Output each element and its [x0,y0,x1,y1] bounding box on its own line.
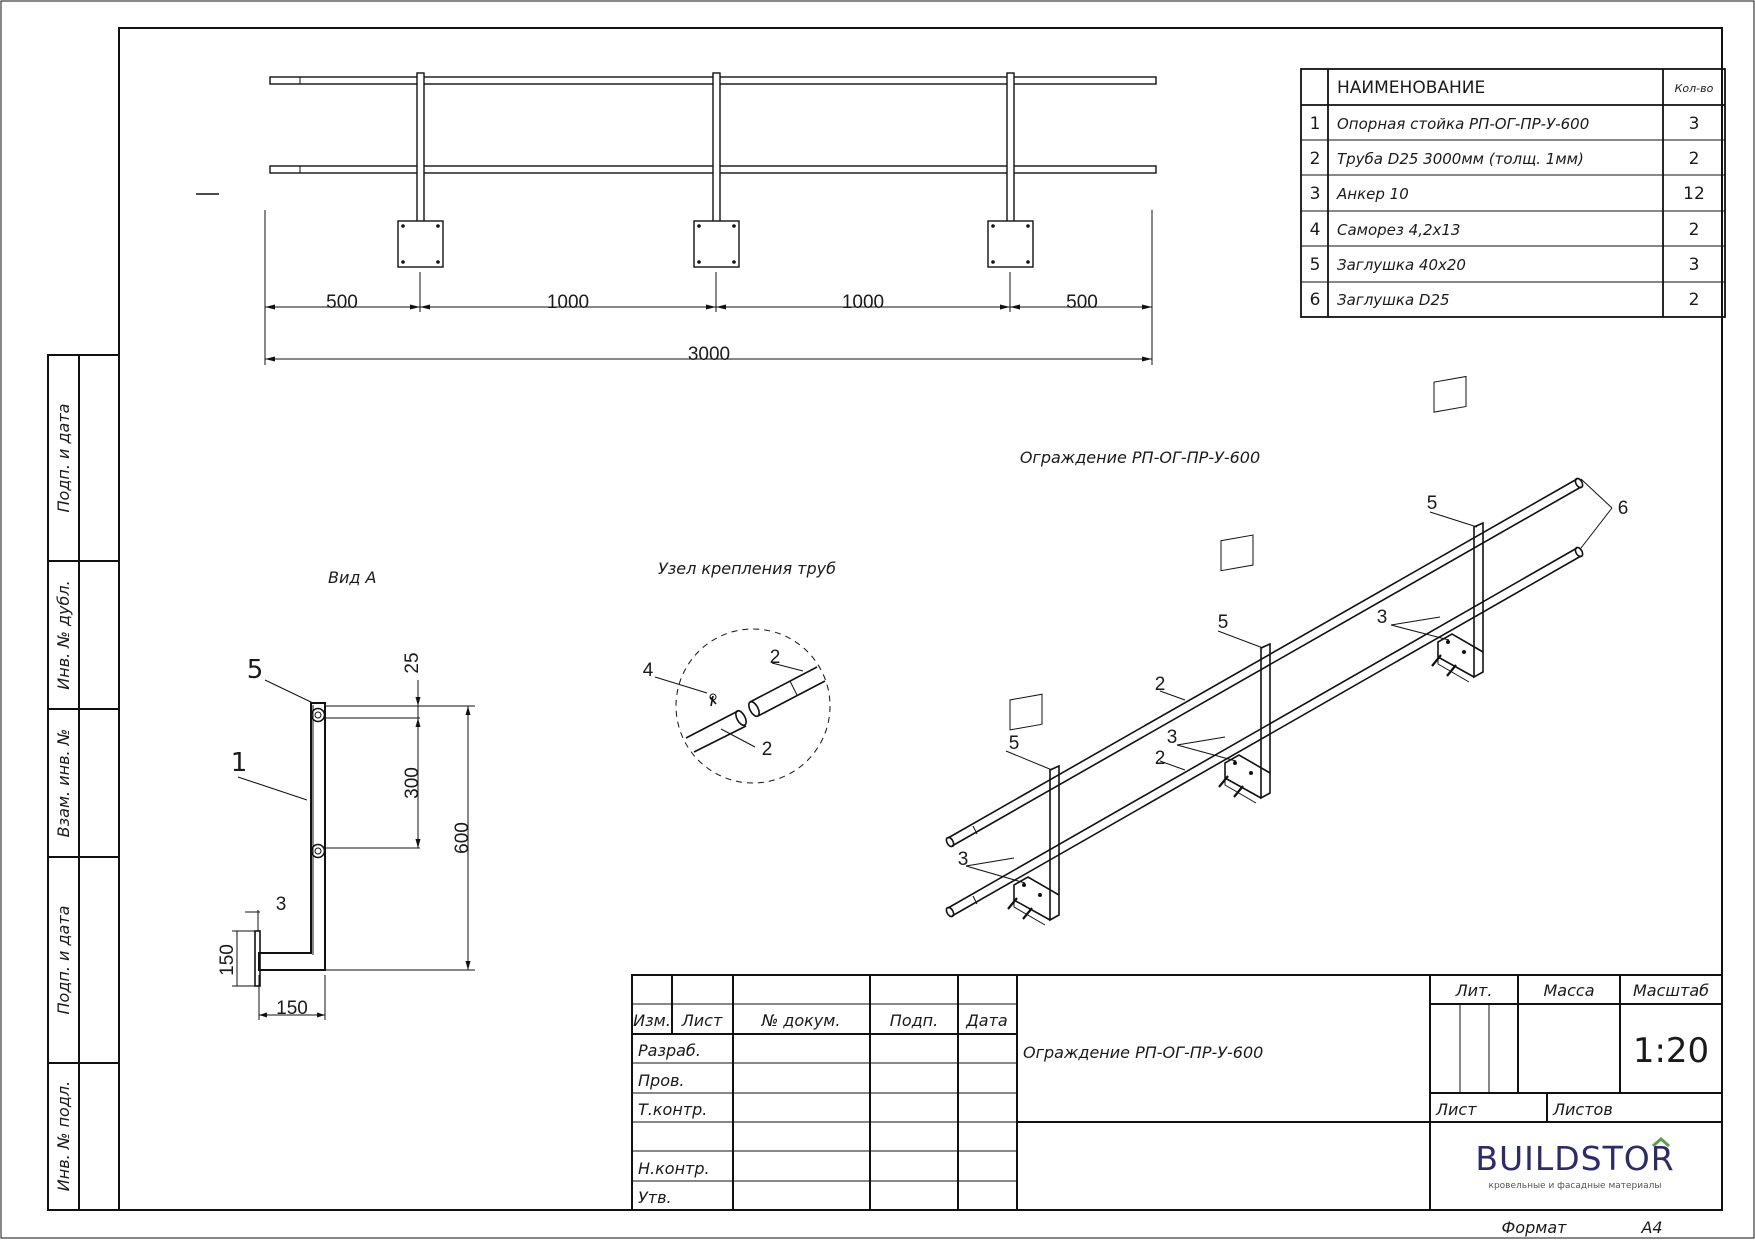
spec-row-name: Заглушка D25 [1337,291,1450,309]
view-a-dim-top: 25 [402,652,423,673]
iso-callout-anchor-a: 3 [958,849,969,870]
spec-row-qty: 2 [1689,149,1700,169]
view-a-dim-foot-height: 150 [217,944,238,976]
spec-header-qty: Кол-во [1675,82,1714,95]
dim-1000-left: 1000 [547,292,589,313]
tb-drawing-title: Ограждение РП-ОГ-ПР-У-600 [1023,1043,1263,1062]
dim-500-left: 500 [326,292,358,313]
iso-callout-cap-b: 5 [1218,612,1229,633]
tb-sheets-label: Листов [1552,1100,1613,1119]
spec-row-name: Опорная стойка РП-ОГ-ПР-У-600 [1337,115,1589,133]
side-stamp-label-4: Подп. и дата [54,906,73,1015]
iso-callout-anchor-c: 3 [1377,607,1388,628]
spec-row-qty: 3 [1689,114,1700,134]
view-a-dim-foot-width: 150 [276,998,308,1019]
brand-logo: BUILDSTOR кровельные и фасадные материал… [1475,1137,1674,1191]
detail-callout-screw: 4 [643,660,654,681]
side-stamp-label-1: Подп. и дата [54,404,73,513]
detail-node-drawing: Узел крепления труб 4 2 2 [643,559,836,784]
top-view-drawing: 500 1000 1000 500 3000 [264,72,1157,365]
iso-callout-pipe-b: 2 [1155,748,1166,769]
iso-post-middle [1218,534,1271,804]
spec-row-qty: 3 [1689,255,1700,275]
spec-table: НАИМЕНОВАНИЕ Кол-во 1 Опорная стойка РП-… [1300,68,1726,318]
format-value: A4 [1640,1218,1662,1237]
view-a-title: Вид А [328,568,376,587]
format-label: Формат [1502,1218,1568,1237]
spec-header-name: НАИМЕНОВАНИЕ [1337,78,1485,98]
spec-row-name: Анкер 10 [1336,185,1409,203]
spec-row-name: Саморез 4,2х13 [1337,221,1460,239]
iso-post-right [1431,375,1484,683]
iso-callout-end-caps: 6 [1618,498,1629,519]
tb-col-list: Лист [681,1011,723,1030]
tb-col-date: Дата [965,1011,1007,1030]
spec-row-num: 4 [1310,220,1321,240]
dim-500-right: 500 [1066,292,1098,313]
tb-role-approved: Утв. [638,1188,672,1207]
side-stamp-label-2: Инв. № дубл. [54,580,73,689]
tb-col-sign: Подп. [890,1011,938,1030]
view-a-drawing: Вид А 25 300 600 150 [217,568,475,1020]
tb-scale-label: Масштаб [1633,981,1709,1000]
tb-col-doc: № докум. [761,1011,841,1030]
top-post-3 [987,72,1034,268]
spec-row-qty: 2 [1689,290,1700,310]
spec-row-qty: 2 [1689,220,1700,240]
view-a-callout-anchor: 3 [276,894,287,915]
spec-row-num: 1 [1310,114,1321,134]
spec-row-num: 3 [1310,184,1321,204]
top-post-2 [693,72,740,268]
tb-role-checker: Пров. [638,1071,685,1090]
detail-callout-pipe-bottom: 2 [762,739,773,760]
dim-3000-total: 3000 [688,344,730,365]
spec-row-num: 6 [1310,290,1321,310]
view-a-dim-mid: 300 [402,767,423,799]
view-a-dim-overall: 600 [452,822,473,854]
side-stamp-label-5: Инв. № подл. [54,1081,73,1191]
iso-view-drawing: Ограждение РП-ОГ-ПР-У-600 [945,375,1629,926]
sheet-frame [118,27,1723,1211]
view-a-callout-post: 1 [231,748,248,778]
iso-callout-pipe-a: 2 [1155,674,1166,695]
tb-lit-label: Лит. [1455,981,1493,1000]
tb-col-izm: Изм. [633,1011,671,1030]
brand-roof-icon [1652,1137,1670,1148]
top-post-1 [397,72,444,268]
detail-title: Узел крепления труб [658,559,836,578]
side-stamp: Подп. и дата Инв. № дубл. Взам. инв. № П… [47,354,120,1211]
tb-role-norm-control: Н.контр. [638,1159,710,1178]
brand-tagline: кровельные и фасадные материалы [1489,1181,1662,1191]
tb-sheet-label: Лист [1435,1100,1477,1119]
spec-row-qty: 12 [1683,184,1705,204]
view-a-callout-cap: 5 [247,655,264,685]
iso-callout-anchor-b: 3 [1167,727,1178,748]
tb-mass-label: Масса [1543,981,1594,1000]
spec-row-name: Труба D25 3000мм (толщ. 1мм) [1337,150,1584,168]
dim-1000-right: 1000 [842,292,884,313]
side-stamp-label-3: Взам. инв. № [54,729,73,838]
spec-row-name: Заглушка 40х20 [1337,256,1466,274]
iso-callout-cap-a: 5 [1009,733,1020,754]
iso-post-left [1007,693,1060,926]
detail-callout-pipe-top: 2 [770,647,781,668]
tb-role-developer: Разраб. [638,1041,701,1060]
iso-view-title: Ограждение РП-ОГ-ПР-У-600 [1020,448,1260,467]
brand-name: BUILDSTOR [1475,1139,1674,1178]
tb-scale-value: 1:20 [1633,1031,1709,1071]
tb-role-tech-control: Т.контр. [638,1100,707,1119]
iso-callout-cap-c: 5 [1427,493,1438,514]
title-block: Изм. Лист № докум. Подп. Дата Разраб. Пр… [631,974,1723,1211]
spec-row-num: 5 [1310,255,1321,275]
spec-row-num: 2 [1310,149,1321,169]
